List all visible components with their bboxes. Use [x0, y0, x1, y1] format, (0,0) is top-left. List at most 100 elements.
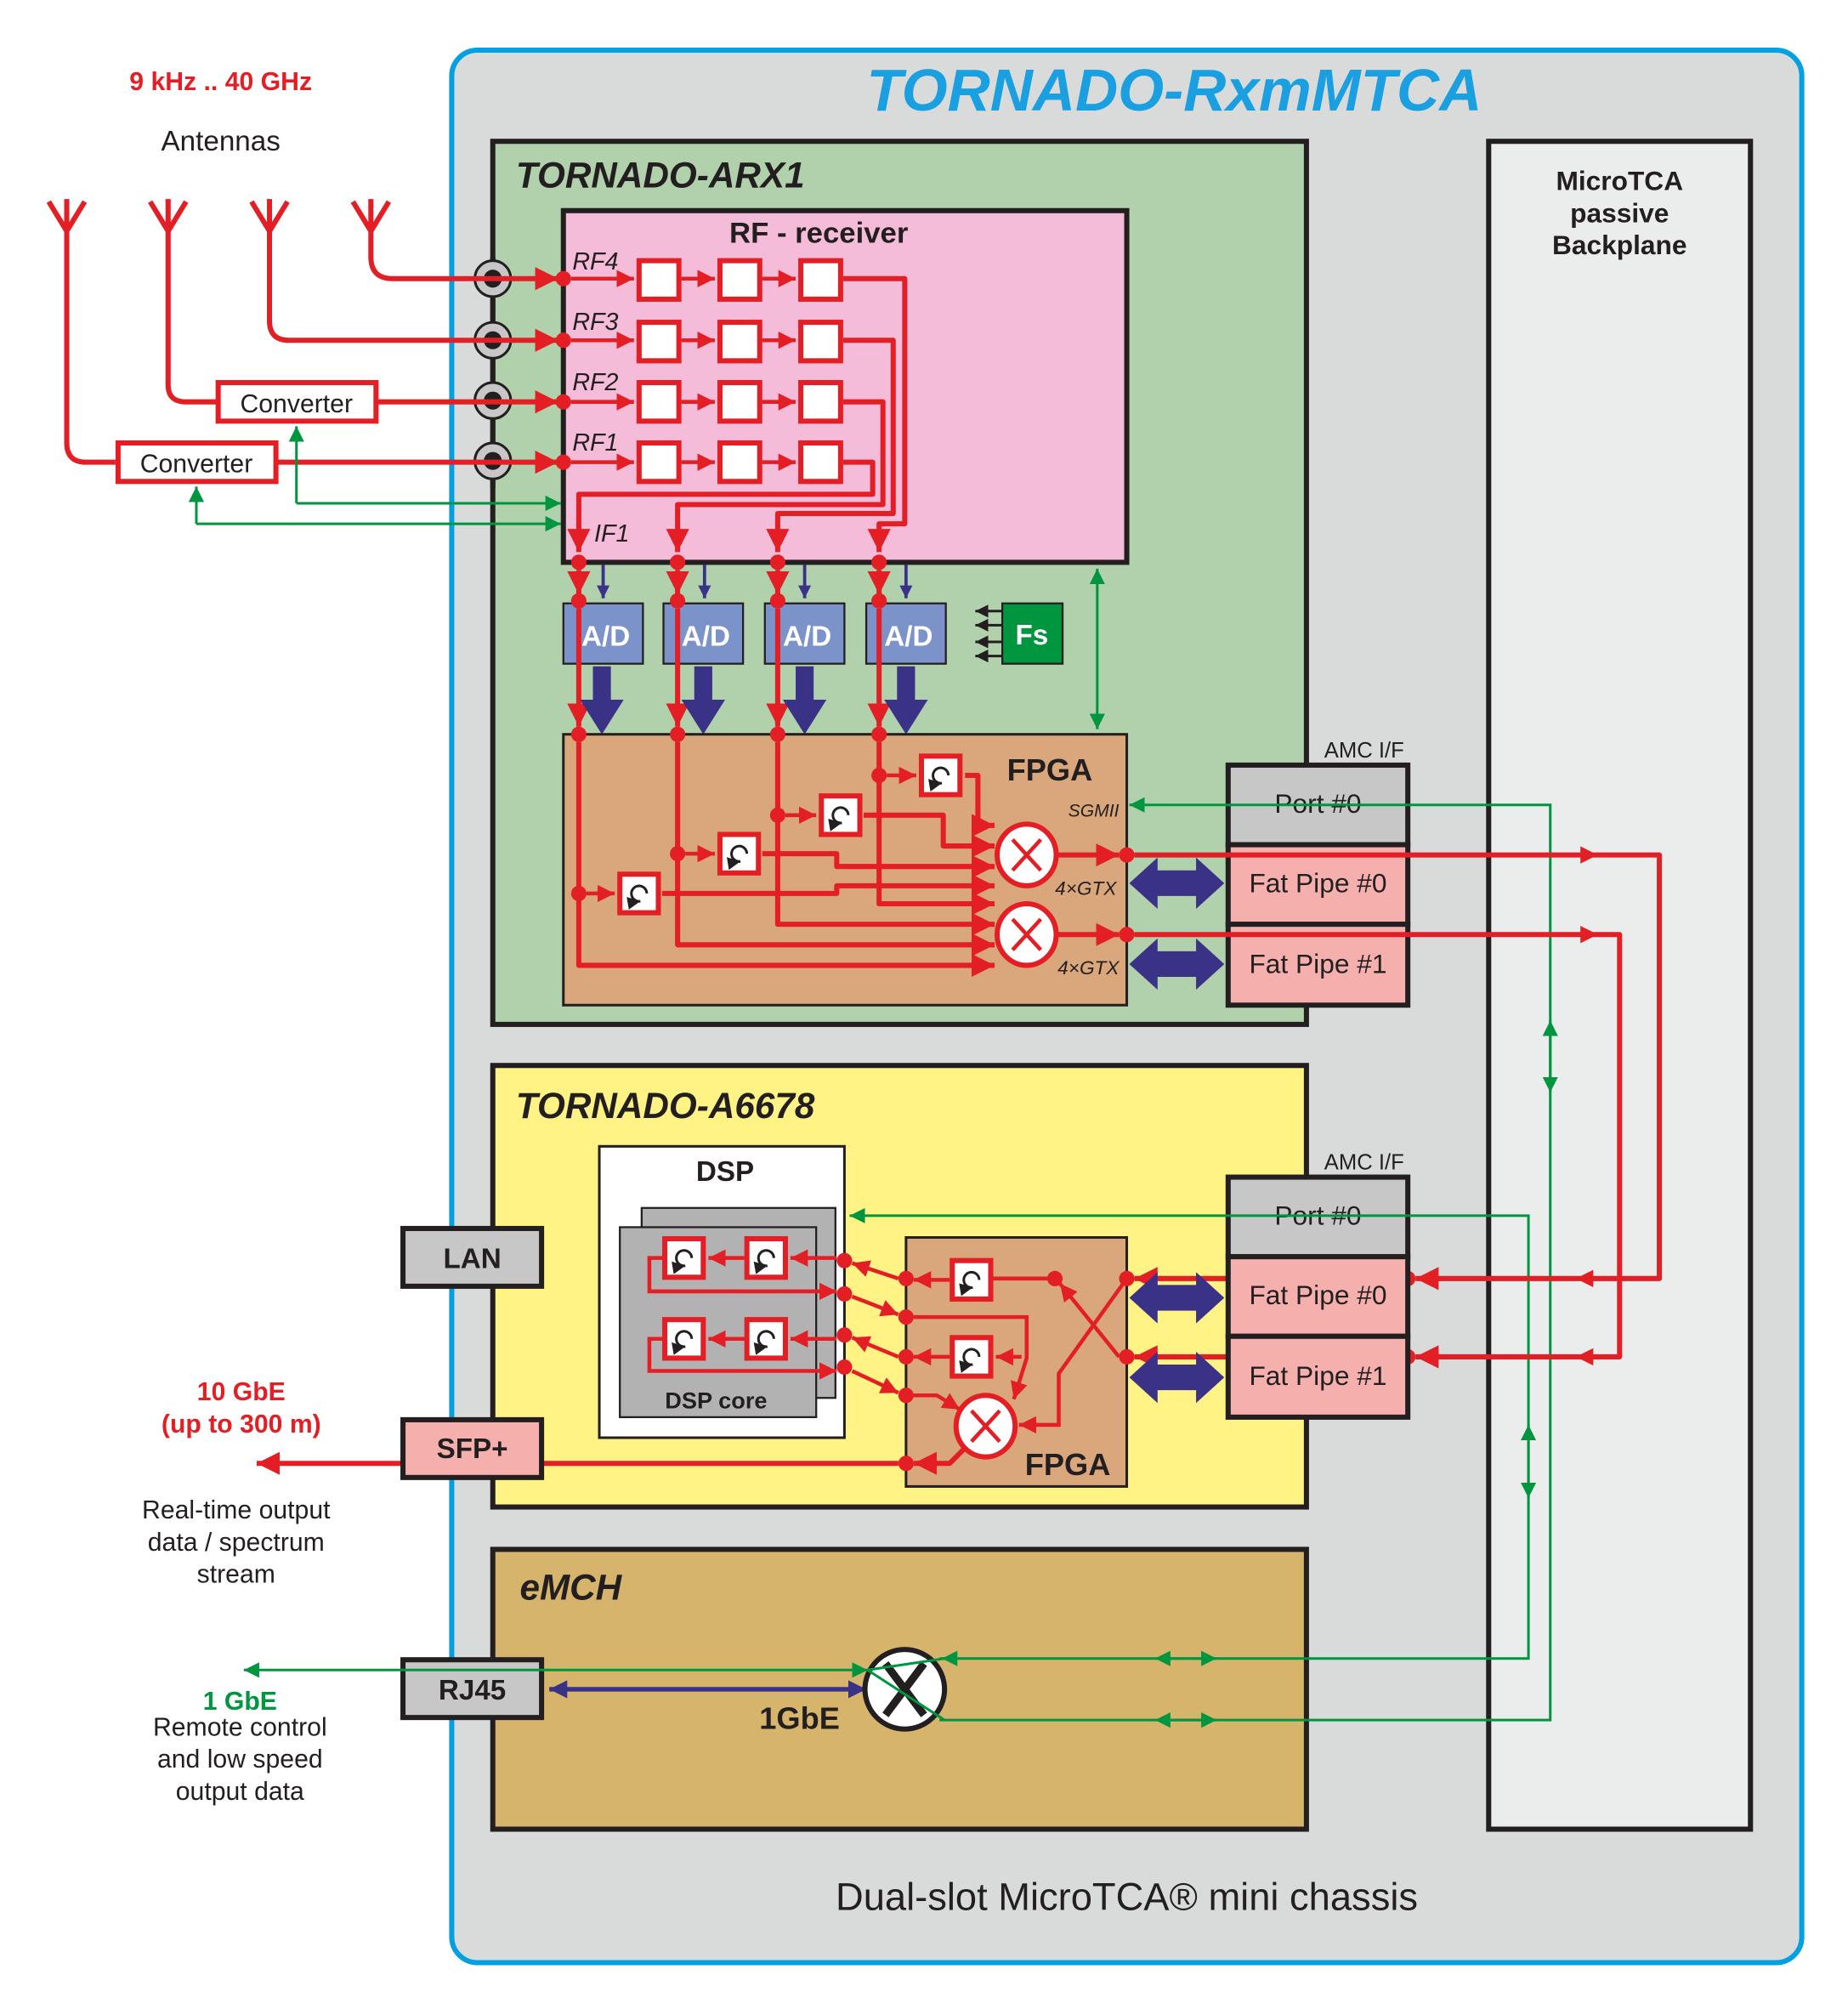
realtime-desc-line1: Real-time output	[142, 1496, 331, 1524]
processing-block	[662, 1317, 706, 1361]
mixer-x-icon	[1011, 837, 1043, 872]
remote-desc-line1: Remote control	[153, 1713, 327, 1741]
adc-data-arrows	[580, 666, 928, 735]
backplane-label-line3: Backplane	[1552, 230, 1687, 260]
remote-desc-line3: output data	[176, 1778, 304, 1806]
processing-block	[918, 753, 963, 797]
a6678-amc-ports: Port #0 Fat Pipe #0 Fat Pipe #1	[1225, 1174, 1411, 1420]
dsp-core-label: DSP core	[665, 1387, 767, 1413]
arx1-mixer-0	[995, 821, 1059, 888]
loop-icon	[753, 1249, 775, 1274]
antenna-icon-2	[148, 199, 189, 236]
svg-text:A/D: A/D	[682, 621, 730, 653]
fat-pipe-routing	[1134, 846, 1663, 1369]
adc-1: A/D	[562, 602, 644, 665]
loop-icon	[672, 1330, 694, 1355]
arx1-fat-pipe-0	[1225, 842, 1411, 928]
ten-gbe-range-label: (up to 300 m)	[162, 1410, 321, 1439]
arx1-processing-blocks	[617, 753, 963, 916]
realtime-desc-line3: stream	[197, 1561, 275, 1589]
rf-chain-blocks	[636, 258, 843, 485]
arx1-title: TORNADO-ARX1	[516, 156, 805, 196]
arx1-amc-ports: Port #0 Fat Pipe #0 Fat Pipe #1	[1225, 762, 1411, 1008]
ethernet-switch-icon	[862, 1647, 948, 1732]
rf-receiver-title: RF - receiver	[729, 217, 908, 249]
dsp-title: DSP	[696, 1156, 754, 1188]
control-network	[243, 797, 1558, 1728]
arx1-fpga-wiring	[570, 726, 995, 978]
a6678-fat-pipe-0	[1225, 1254, 1411, 1339]
lan-port[interactable]: LAN	[400, 1225, 545, 1289]
loop-icon	[626, 884, 649, 910]
loop-icon	[828, 806, 850, 831]
sfp-label: SFP+	[437, 1433, 508, 1465]
converter-lower-label: Converter	[140, 451, 253, 479]
svg-text:A/D: A/D	[581, 621, 630, 653]
frequency-range-label: 9 kHz .. 40 GHz	[129, 68, 312, 96]
chassis-caption: Dual-slot MicroTCA® mini chassis	[836, 1876, 1418, 1919]
remote-desc-line2: and low speed	[157, 1745, 323, 1773]
a6678-fpga-block	[950, 1257, 994, 1302]
converter-lower: Converter	[115, 440, 279, 485]
loop-icon	[928, 766, 950, 792]
realtime-desc-line2: data / spectrum	[148, 1529, 325, 1557]
arx1-mixer-1	[995, 900, 1059, 968]
one-gbe-label: 1 GbE	[203, 1688, 277, 1716]
switch-link-label: 1GbE	[759, 1701, 840, 1736]
loop-icon	[672, 1249, 694, 1274]
chassis-title: TORNADO-RxmMTCA	[866, 57, 1482, 123]
svg-text:Fat Pipe #1: Fat Pipe #1	[1249, 949, 1386, 979]
rf1-label: RF1	[572, 429, 618, 457]
if1-label: IF1	[594, 520, 629, 548]
antenna-icon-3	[249, 199, 290, 236]
svg-text:Fat Pipe #1: Fat Pipe #1	[1249, 1360, 1386, 1391]
rf3-label: RF3	[572, 309, 618, 336]
backplane-label-line2: passive	[1570, 197, 1669, 228]
antenna-icons	[46, 199, 392, 236]
rf-signal-wiring	[46, 199, 908, 595]
a6678-fpga-title: FPGA	[1025, 1447, 1111, 1482]
gtx-label-0: 4×GTX	[1055, 877, 1117, 899]
processing-block	[717, 831, 762, 876]
loop-icon	[959, 1348, 981, 1373]
processing-block	[744, 1317, 788, 1361]
rf2-label: RF2	[572, 369, 618, 396]
arx1-fat-pipe-1	[1225, 922, 1411, 1008]
rj45-label: RJ45	[439, 1675, 506, 1706]
svg-text:Fat Pipe #0: Fat Pipe #0	[1249, 867, 1386, 898]
svg-text:Fat Pipe #0: Fat Pipe #0	[1249, 1280, 1386, 1310]
a6678-wiring	[256, 1249, 1416, 1475]
processing-block	[617, 871, 661, 916]
antenna-icon-4	[350, 199, 392, 236]
antenna-icon-1	[46, 199, 88, 236]
sfp-plus-port[interactable]: SFP+	[400, 1416, 545, 1480]
emch-title: eMCH	[519, 1567, 622, 1607]
a6678-gtx-link-icons	[1129, 1272, 1225, 1404]
ten-gbe-label: 10 GbE	[197, 1378, 286, 1406]
processing-block	[662, 1236, 706, 1280]
a6678-title: TORNADO-A6678	[516, 1086, 815, 1126]
rf4-label: RF4	[572, 248, 618, 275]
converter-upper-label: Converter	[240, 390, 353, 418]
rj45-port[interactable]: RJ45	[400, 1657, 545, 1721]
a6678-fpga-block	[950, 1335, 994, 1379]
antennas-label: Antennas	[162, 126, 281, 157]
loop-icon	[726, 844, 749, 871]
processing-block	[744, 1236, 788, 1280]
lan-label: LAN	[443, 1244, 501, 1275]
backplane-label-line1: MicroTCA	[1556, 166, 1683, 196]
arx1-fpga-title: FPGA	[1007, 752, 1093, 787]
gtx-link-icons	[1129, 857, 1225, 990]
loop-icon	[753, 1330, 775, 1355]
svg-text:A/D: A/D	[884, 621, 933, 653]
converter-upper: Converter	[215, 380, 379, 424]
svg-text:A/D: A/D	[783, 621, 831, 653]
sgmii-label: SGMII	[1069, 801, 1120, 820]
a6678-fat-pipe-1	[1225, 1333, 1411, 1420]
gtx-label-1: 4×GTX	[1057, 957, 1120, 979]
arx1-amc-title: AMC I/F	[1324, 739, 1404, 763]
processing-block	[819, 793, 863, 837]
fs-label: Fs	[1015, 620, 1048, 651]
mixer-x-icon	[1011, 917, 1043, 951]
